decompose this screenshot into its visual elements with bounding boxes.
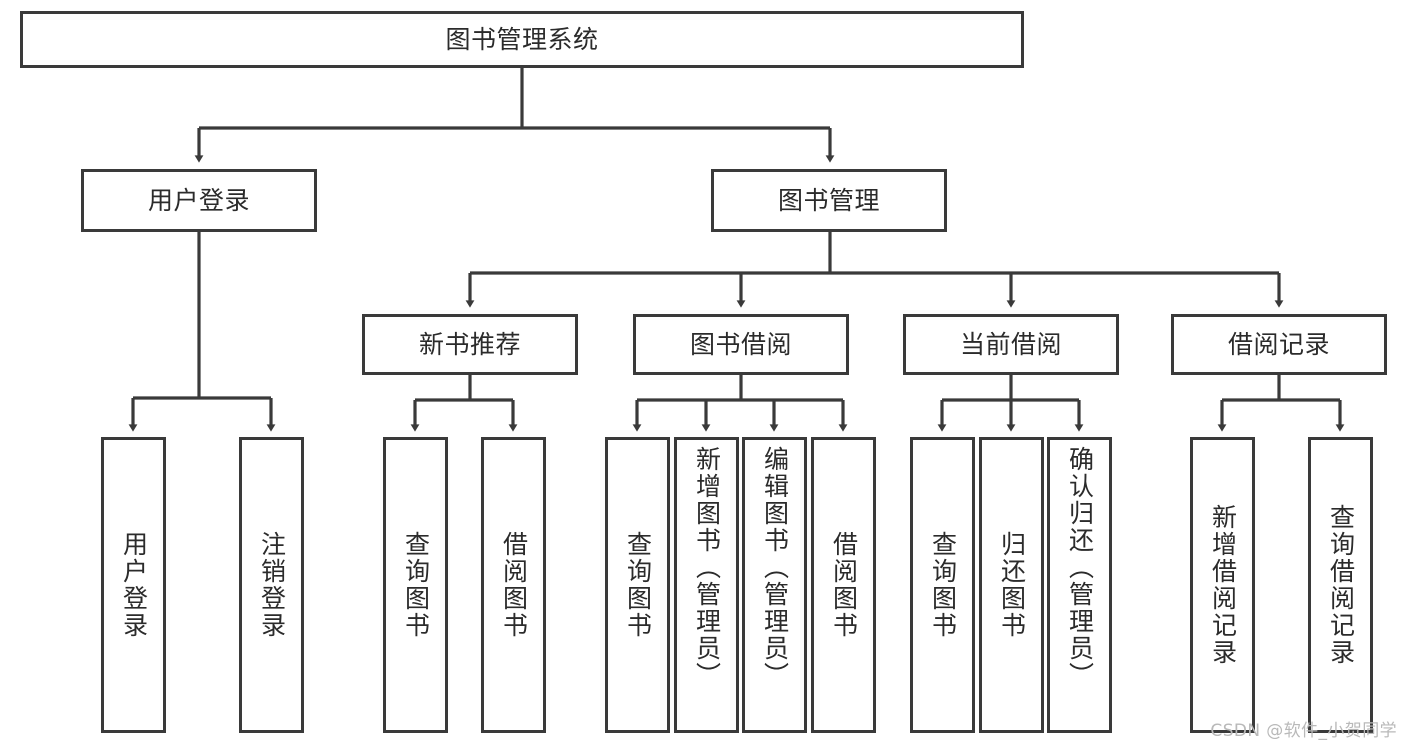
csdn-watermark: CSDN @软件_小贺同学 — [1210, 721, 1397, 741]
node-current-borrow[interactable]: 当前借阅 — [903, 314, 1119, 375]
node-borrow-record[interactable]: 借阅记录 — [1171, 314, 1387, 375]
leaf-user-login-label: 用户登录 — [119, 531, 149, 639]
node-current-borrow-label: 当前借阅 — [959, 329, 1062, 359]
leaf-borrow-book-1-label: 借阅图书 — [499, 531, 529, 639]
leaf-edit-book[interactable]: 编辑图书（管理员） — [742, 437, 807, 733]
node-book-borrow[interactable]: 图书借阅 — [633, 314, 849, 375]
leaf-add-book-label: 新增图书（管理员） — [692, 446, 722, 689]
leaf-add-record-label: 新增借阅记录 — [1208, 504, 1238, 666]
leaf-user-login[interactable]: 用户登录 — [101, 437, 166, 733]
leaf-return-book[interactable]: 归还图书 — [979, 437, 1044, 733]
leaf-query-book-3[interactable]: 查询图书 — [910, 437, 975, 733]
leaf-add-record[interactable]: 新增借阅记录 — [1190, 437, 1255, 733]
node-book-borrow-label: 图书借阅 — [689, 329, 792, 359]
leaf-add-book[interactable]: 新增图书（管理员） — [674, 437, 739, 733]
leaf-borrow-book-2[interactable]: 借阅图书 — [811, 437, 876, 733]
leaf-query-record[interactable]: 查询借阅记录 — [1308, 437, 1373, 733]
leaf-borrow-book-2-label: 借阅图书 — [829, 531, 859, 639]
leaf-query-book-1[interactable]: 查询图书 — [383, 437, 448, 733]
leaf-query-book-1-label: 查询图书 — [401, 531, 431, 639]
node-root-book-management-system[interactable]: 图书管理系统 — [20, 11, 1024, 68]
node-user-login[interactable]: 用户登录 — [81, 169, 317, 232]
node-borrow-record-label: 借阅记录 — [1227, 329, 1330, 359]
leaf-borrow-book-1[interactable]: 借阅图书 — [481, 437, 546, 733]
leaf-query-book-2-label: 查询图书 — [623, 531, 653, 639]
node-user-login-label: 用户登录 — [147, 185, 250, 215]
leaf-return-book-label: 归还图书 — [997, 531, 1027, 639]
leaf-edit-book-label: 编辑图书（管理员） — [760, 446, 790, 689]
node-book-management[interactable]: 图书管理 — [711, 169, 947, 232]
leaf-query-book-3-label: 查询图书 — [928, 531, 958, 639]
leaf-confirm-return-label: 确认归还（管理员） — [1065, 446, 1095, 689]
node-root-label: 图书管理系统 — [445, 24, 599, 54]
leaf-query-record-label: 查询借阅记录 — [1326, 504, 1356, 666]
leaf-query-book-2[interactable]: 查询图书 — [605, 437, 670, 733]
leaf-confirm-return[interactable]: 确认归还（管理员） — [1047, 437, 1112, 733]
leaf-logout-login-label: 注销登录 — [257, 531, 287, 639]
node-new-book-recommend[interactable]: 新书推荐 — [362, 314, 578, 375]
leaf-logout-login[interactable]: 注销登录 — [239, 437, 304, 733]
node-book-management-label: 图书管理 — [777, 185, 880, 215]
node-new-book-recommend-label: 新书推荐 — [418, 329, 521, 359]
